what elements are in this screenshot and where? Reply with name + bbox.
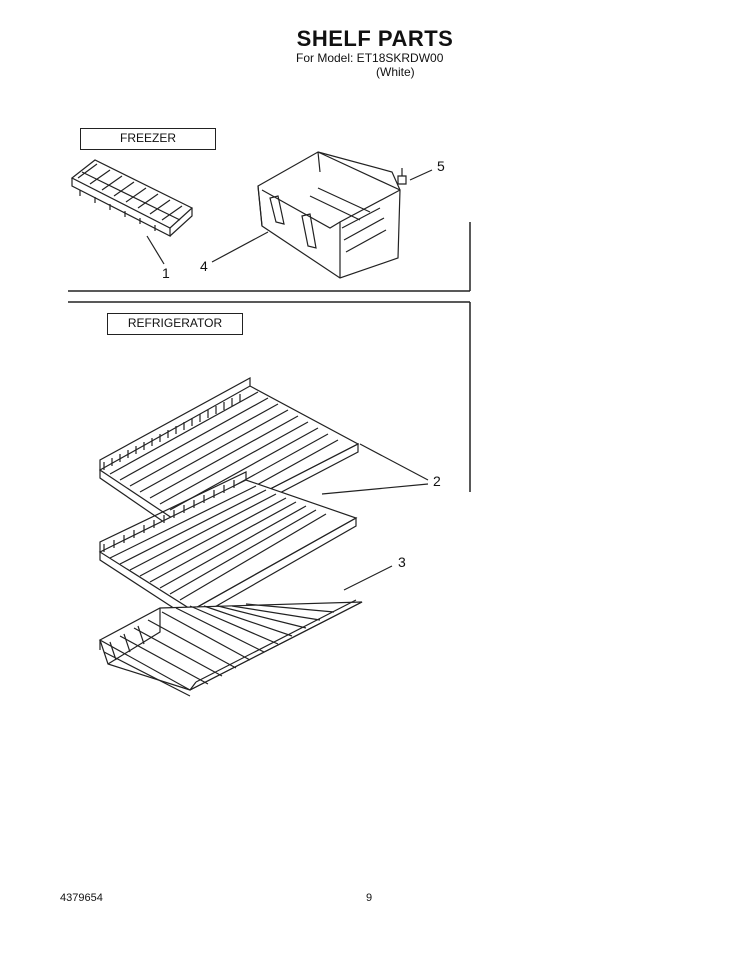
page-title: SHELF PARTS <box>296 26 454 51</box>
page-number: 9 <box>366 892 373 904</box>
callout-leader-5 <box>409 169 433 181</box>
color-variant: (White) <box>376 65 415 79</box>
freezer-basket <box>257 151 401 279</box>
lower-glass-shelf <box>98 471 358 622</box>
model-line: For Model: ET18SKRDW00 <box>296 51 444 65</box>
refrigerator-section-label: REFRIGERATOR <box>107 313 243 335</box>
upper-glass-shelf <box>98 376 360 541</box>
screw <box>397 168 407 185</box>
callout-leader-4 <box>211 231 269 263</box>
callout-4: 4 <box>200 258 208 274</box>
callout-leader-3 <box>343 565 393 591</box>
document-number: 4379654 <box>60 892 103 904</box>
callout-3: 3 <box>398 554 406 570</box>
callout-leader-1 <box>146 235 165 265</box>
ice-cube-tray <box>70 159 194 237</box>
crisper-wire-shelf <box>98 599 363 697</box>
freezer-section-label: FREEZER <box>80 128 216 150</box>
callout-leader-2a <box>359 443 429 481</box>
callout-leader-2b <box>321 483 429 495</box>
callout-1: 1 <box>162 265 170 281</box>
callout-5: 5 <box>437 158 445 174</box>
model-info: For Model: ET18SKRDW00 (White) <box>296 51 443 79</box>
callout-2: 2 <box>433 473 441 489</box>
